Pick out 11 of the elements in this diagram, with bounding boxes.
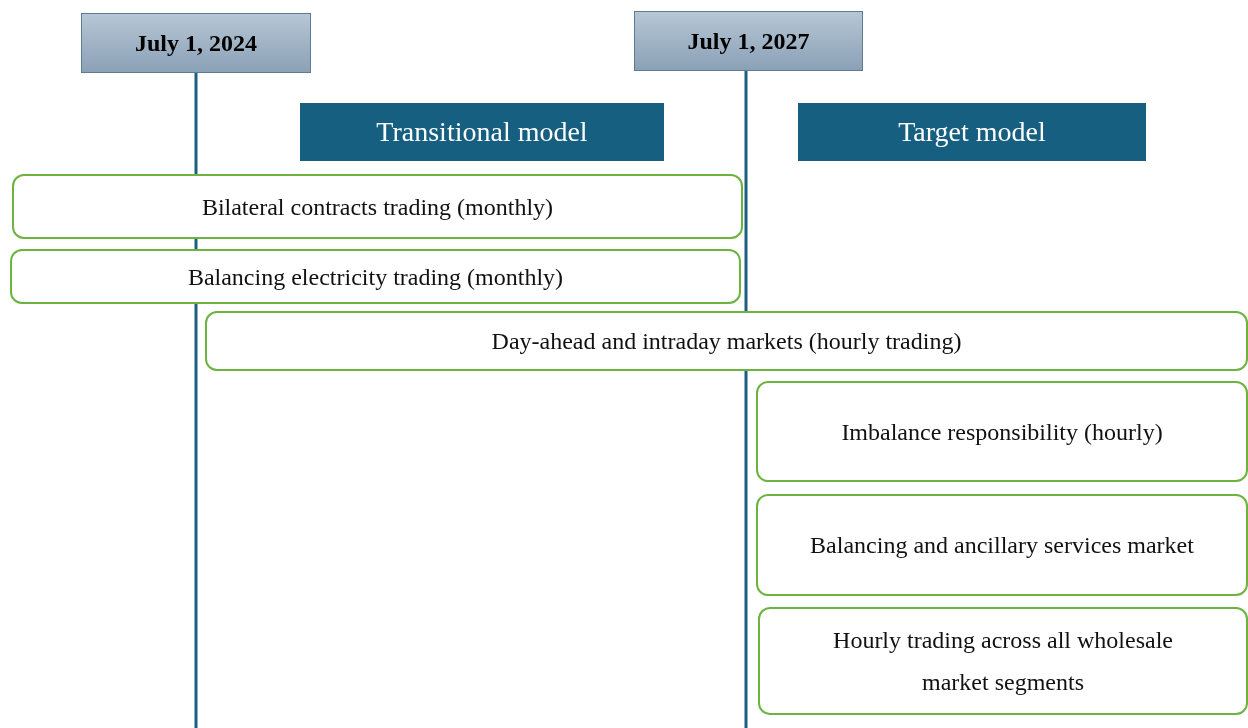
timeline-bar: Balancing electricity trading (monthly) bbox=[10, 249, 741, 304]
phase-header: Transitional model bbox=[300, 103, 664, 161]
timeline-bar: Balancing and ancillary services market bbox=[756, 494, 1248, 596]
phase-header: Target model bbox=[798, 103, 1146, 161]
timeline-bar: Bilateral contracts trading (monthly) bbox=[12, 174, 743, 239]
date-box: July 1, 2024 bbox=[81, 13, 311, 73]
timeline-bar: Day-ahead and intraday markets (hourly trading) bbox=[205, 311, 1248, 371]
timeline-line bbox=[744, 71, 748, 728]
date-box: July 1, 2027 bbox=[634, 11, 863, 71]
timeline-bar: Imbalance responsibility (hourly) bbox=[756, 381, 1248, 482]
timeline-bar: Hourly trading across all wholesale market segments bbox=[758, 607, 1248, 715]
